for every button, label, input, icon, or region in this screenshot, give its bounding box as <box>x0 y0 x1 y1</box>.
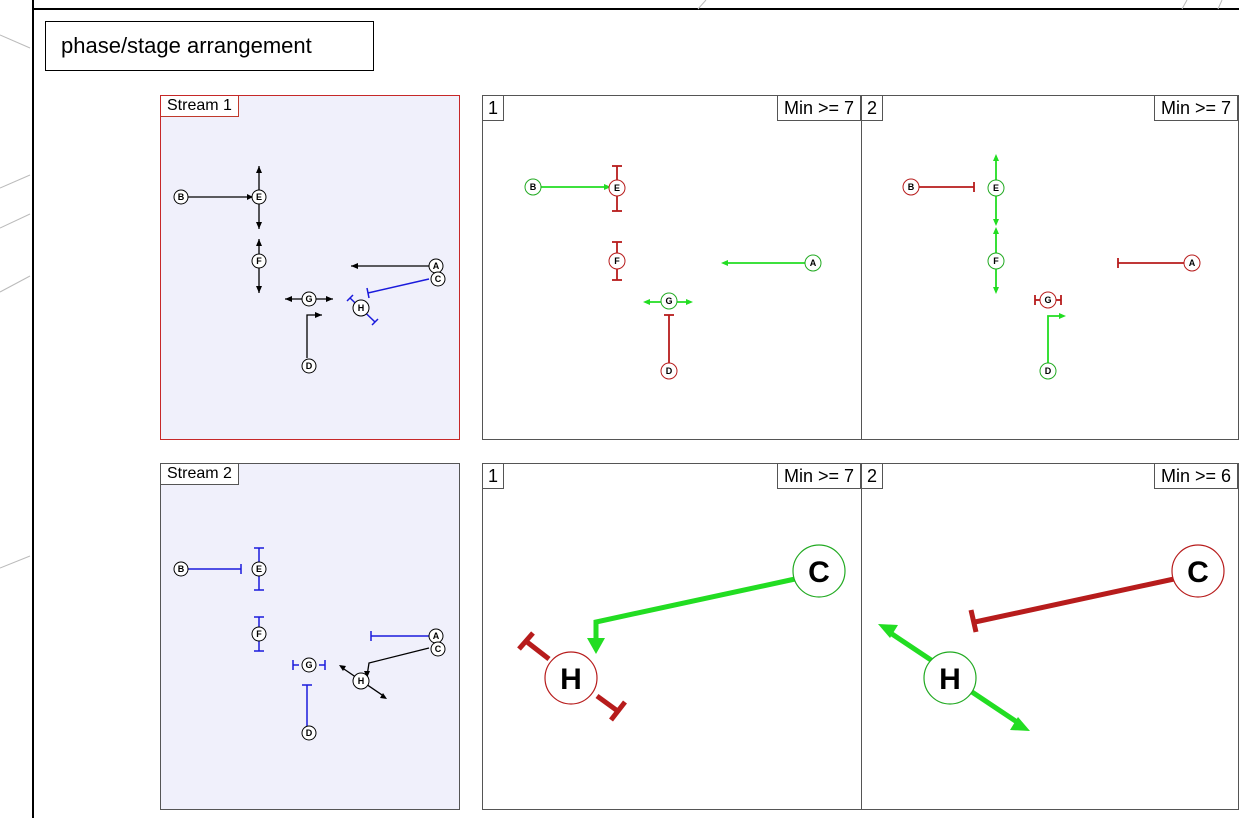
svg-text:C: C <box>1187 556 1209 589</box>
svg-text:G: G <box>305 294 312 304</box>
stream-2-label: Stream 2 <box>161 464 239 485</box>
svg-text:G: G <box>665 296 672 306</box>
stream-1-stage-1-diagram: B E F A G D <box>524 165 822 380</box>
stream-2-stage-2-diagram: CH <box>878 544 1225 731</box>
stage-number: 2 <box>862 96 884 121</box>
stream-1-stage-1: 1 Min >= 7 <box>482 95 862 440</box>
svg-text:B: B <box>178 192 185 202</box>
svg-text:C: C <box>435 274 442 284</box>
svg-text:A: A <box>433 631 440 641</box>
svg-text:D: D <box>1045 366 1052 376</box>
svg-text:C: C <box>435 644 442 654</box>
min-time-label: Min >= 6 <box>1153 464 1238 489</box>
svg-text:B: B <box>908 182 915 192</box>
svg-text:D: D <box>306 728 313 738</box>
stream-2-diagram: B E F G D A C H <box>173 547 446 741</box>
stream-1-stage-2-diagram: B E F A G D <box>902 154 1201 380</box>
stream-1-label: Stream 1 <box>161 96 239 117</box>
page-title: phase/stage arrangement <box>45 21 374 71</box>
svg-text:G: G <box>305 660 312 670</box>
min-time-label: Min >= 7 <box>776 464 861 489</box>
stream-1-overview: Stream 1 <box>160 95 460 440</box>
stage-number: 1 <box>483 464 505 489</box>
stream-1-diagram: B E F G D A C H <box>173 166 446 374</box>
stream-2-stage-1-diagram: CH <box>517 544 846 722</box>
svg-text:A: A <box>433 261 440 271</box>
svg-text:D: D <box>306 361 313 371</box>
svg-text:E: E <box>993 183 999 193</box>
svg-text:A: A <box>1189 258 1196 268</box>
svg-text:F: F <box>993 256 999 266</box>
stream-1-stage-2: 2 Min >= 7 <box>861 95 1239 440</box>
svg-text:B: B <box>530 182 537 192</box>
stream-2-overview: Stream 2 <box>160 463 460 810</box>
min-time-label: Min >= 7 <box>1153 96 1238 121</box>
stage-number: 1 <box>483 96 505 121</box>
stage-number: 2 <box>862 464 884 489</box>
svg-text:H: H <box>358 676 365 686</box>
svg-text:E: E <box>614 183 620 193</box>
svg-text:H: H <box>358 303 365 313</box>
svg-text:H: H <box>939 663 961 696</box>
svg-text:F: F <box>256 629 262 639</box>
svg-text:A: A <box>810 258 817 268</box>
min-time-label: Min >= 7 <box>776 96 861 121</box>
svg-text:E: E <box>256 192 262 202</box>
svg-text:D: D <box>666 366 673 376</box>
svg-text:B: B <box>178 564 185 574</box>
svg-text:H: H <box>560 663 582 696</box>
svg-text:G: G <box>1044 295 1051 305</box>
svg-text:C: C <box>808 556 830 589</box>
svg-text:E: E <box>256 564 262 574</box>
svg-text:F: F <box>256 256 262 266</box>
svg-text:F: F <box>614 256 620 266</box>
